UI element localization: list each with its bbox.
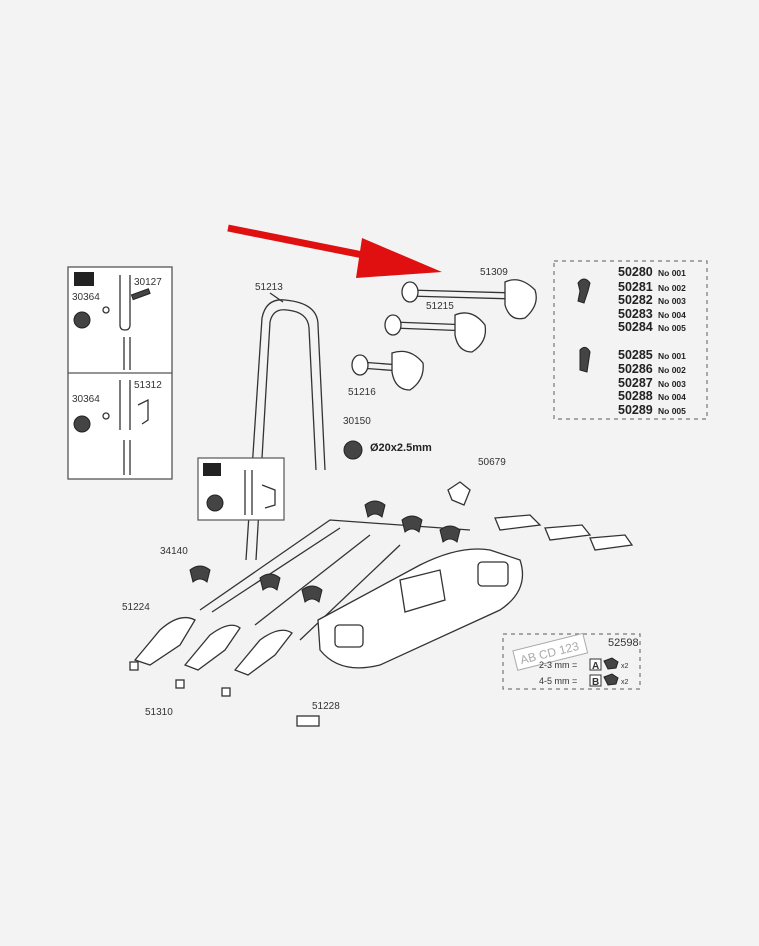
key-group-2: 50285 No 001 50286 No 002 50287 No 003 5… xyxy=(618,348,686,417)
step-one-icon xyxy=(74,272,94,286)
arm-51309: 51309 xyxy=(401,267,537,320)
label-tube-spec: Ø20x2.5mm xyxy=(370,442,432,454)
label-50679: 50679 xyxy=(478,457,506,468)
key-type-2-icon xyxy=(579,346,591,373)
qty-a: x2 xyxy=(621,663,629,670)
key-part: 50283 xyxy=(618,307,653,321)
key-part: 50281 xyxy=(618,280,653,294)
knob-30150-icon xyxy=(343,440,363,460)
wheel-holders-51224 xyxy=(129,616,293,697)
label-51228: 51228 xyxy=(312,701,340,712)
key-no: No 005 xyxy=(658,323,686,333)
arm-51216: 51216 xyxy=(348,350,424,398)
key-no: No 004 xyxy=(658,392,686,402)
label-52598: 52598 xyxy=(608,637,639,649)
label-51310: 51310 xyxy=(145,707,173,718)
key-no: No 004 xyxy=(658,310,686,320)
lamp-holder-50679 xyxy=(447,481,471,506)
key-part: 50289 xyxy=(618,403,653,417)
label-30127: 30127 xyxy=(134,277,162,288)
wheel-trays-right xyxy=(494,514,634,551)
label-34140: 34140 xyxy=(160,546,188,557)
base-frame xyxy=(199,519,524,669)
key-part: 50287 xyxy=(618,376,653,390)
pad-51228 xyxy=(296,715,320,727)
red-arrow-icon xyxy=(227,224,442,278)
straps xyxy=(189,500,461,603)
row-a-label: 2-3 mm = xyxy=(539,660,577,670)
row-b-label: 4-5 mm = xyxy=(539,676,577,686)
badge-a: A xyxy=(592,661,599,672)
crossbar-51213: 51213 xyxy=(245,282,326,561)
knob-detail-box xyxy=(197,457,285,521)
key-part: 50285 xyxy=(618,348,653,362)
key-no: No 002 xyxy=(658,365,686,375)
knob-icon xyxy=(73,311,91,329)
label-30150: 30150 xyxy=(343,416,371,427)
key-type-1-icon xyxy=(577,278,591,304)
key-part: 50284 xyxy=(618,320,653,334)
key-part: 50282 xyxy=(618,293,653,307)
key-no: No 001 xyxy=(658,351,686,361)
key-no: No 002 xyxy=(658,283,686,293)
key-group-1: 50280 No 001 50281 No 002 50282 No 003 5… xyxy=(618,265,686,334)
plate-kit-box: AB CD 123 52598 2-3 mm = A x2 4-5 mm = B… xyxy=(502,632,641,690)
label-51216: 51216 xyxy=(348,387,376,398)
key-part: 50280 xyxy=(618,265,653,279)
key-part: 50286 xyxy=(618,362,653,376)
qty-b: x2 xyxy=(621,679,629,686)
key-no: No 001 xyxy=(658,268,686,278)
label-30364-top: 30364 xyxy=(72,292,100,303)
label-51215: 51215 xyxy=(426,301,454,312)
arm-51215: 51215 xyxy=(384,301,487,353)
label-30364-bottom: 30364 xyxy=(72,394,100,405)
key-no: No 003 xyxy=(658,296,686,306)
key-no: No 005 xyxy=(658,406,686,416)
label-51213: 51213 xyxy=(255,282,283,293)
label-51309: 51309 xyxy=(480,267,508,278)
key-box: 50280 No 001 50281 No 002 50282 No 003 5… xyxy=(553,260,708,420)
label-51224: 51224 xyxy=(122,602,150,613)
key-part: 50288 xyxy=(618,389,653,403)
label-51312: 51312 xyxy=(134,380,162,391)
badge-b: B xyxy=(592,677,599,688)
left-detail-box: 30127 30364 51312 30364 xyxy=(67,266,173,480)
clip-icon xyxy=(603,657,619,670)
key-no: No 003 xyxy=(658,379,686,389)
